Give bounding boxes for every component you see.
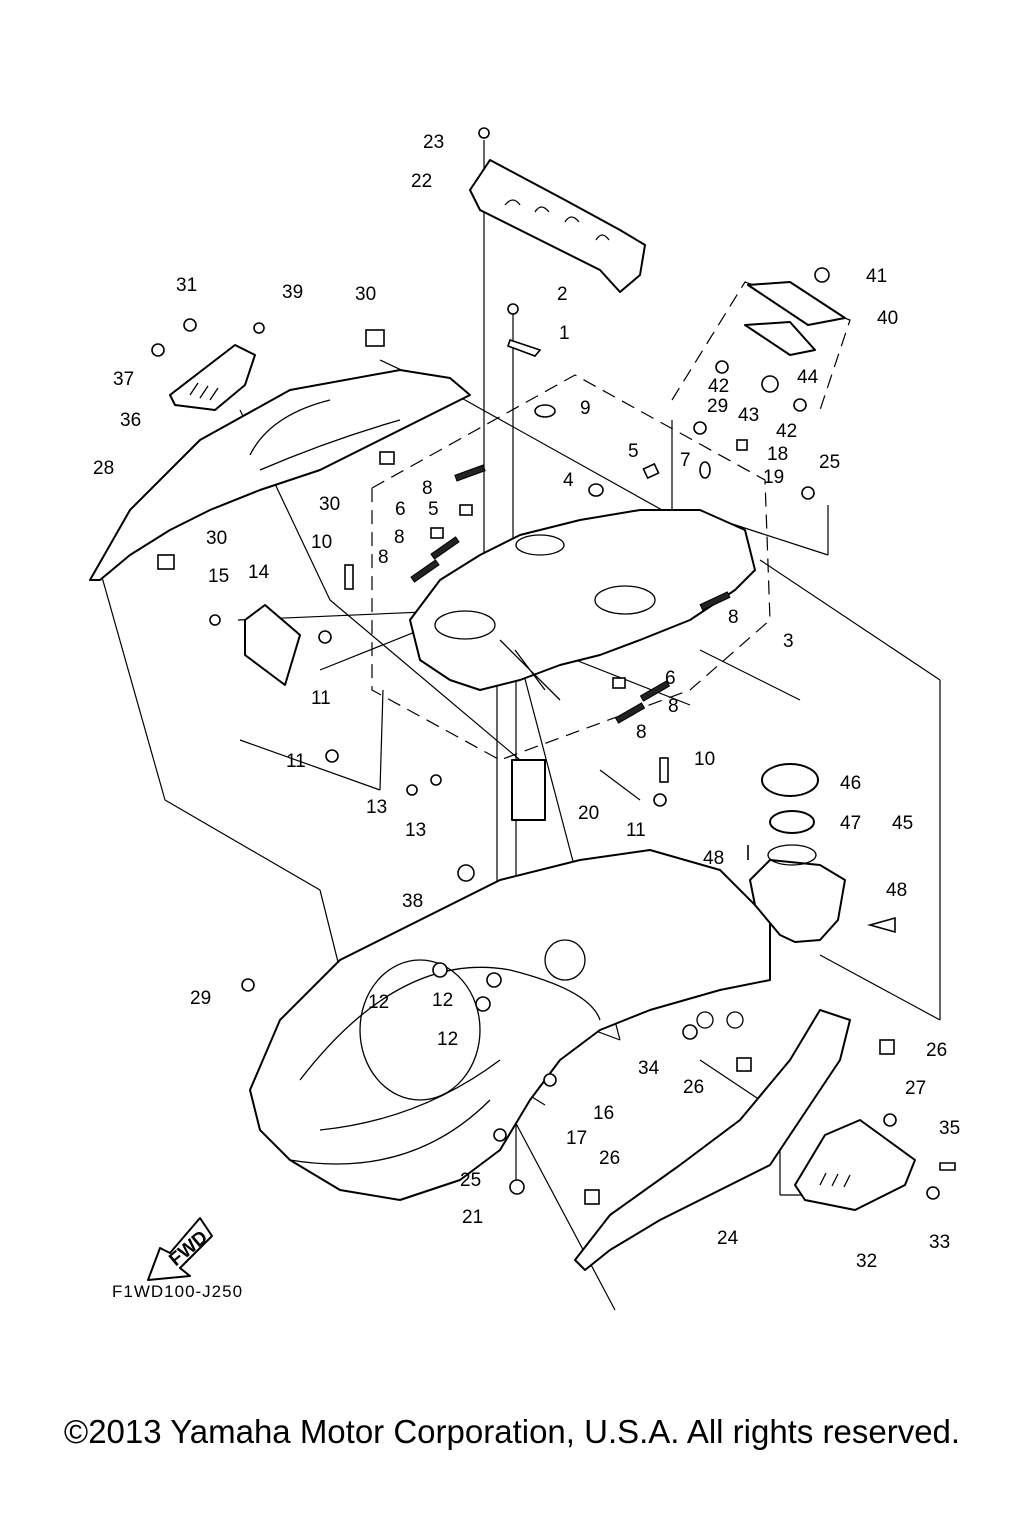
callout-label: 40: [877, 308, 898, 329]
rear-top-cover-part: [469, 159, 646, 293]
callout-label: 3: [783, 631, 794, 652]
callout-label: 30: [206, 528, 227, 549]
callout-label: 32: [856, 1251, 877, 1272]
callout-label: 42: [708, 376, 729, 397]
hood-hinge-dashed-box: [671, 281, 851, 411]
callout-label: 5: [428, 499, 439, 520]
callout-label: 6: [665, 668, 676, 689]
callout-label: 9: [580, 398, 591, 419]
callout-label: 7: [680, 450, 691, 471]
callout-label: 5: [628, 441, 639, 462]
right-vent-bracket-part: [794, 1119, 916, 1211]
callout-label: 30: [355, 284, 376, 305]
callout-label: 29: [707, 396, 728, 417]
callout-label: 8: [636, 722, 647, 743]
callout-label: 17: [566, 1128, 587, 1149]
callout-label: 11: [286, 751, 306, 772]
callout-label: 25: [460, 1170, 481, 1191]
callout-label: 16: [593, 1103, 614, 1124]
callout-label: 6: [395, 499, 406, 520]
callout-label: 2: [557, 284, 568, 305]
left-vent-bracket-part: [169, 344, 256, 411]
callout-label: 37: [113, 369, 134, 390]
callout-label: 19: [763, 467, 784, 488]
hood-lid-part: [747, 281, 846, 326]
callout-label: 8: [728, 607, 739, 628]
callout-label: 21: [462, 1207, 483, 1228]
callout-label: 43: [738, 405, 759, 426]
callout-label: 30: [319, 494, 340, 515]
left-deck-rail-part: [89, 369, 471, 581]
callout-label: 31: [176, 275, 197, 296]
callout-label: 8: [394, 527, 405, 548]
callout-label: 12: [432, 990, 453, 1011]
callout-label: 11: [626, 820, 646, 841]
callout-label: 4: [563, 470, 574, 491]
deck-frame-part: [409, 509, 756, 691]
callout-label: 23: [423, 132, 444, 153]
right-deck-rail-part: [574, 1009, 851, 1271]
callout-label: 8: [668, 696, 679, 717]
callout-label: 26: [926, 1040, 947, 1061]
copyright-notice: ©2013 Yamaha Motor Corporation, U.S.A. A…: [63, 1413, 961, 1450]
callout-label: 13: [366, 797, 387, 818]
deck-hull-part: [249, 849, 771, 1201]
callout-label: 29: [190, 988, 211, 1009]
callout-label: 35: [939, 1118, 960, 1139]
callout-label: 22: [411, 171, 432, 192]
callout-label: 27: [905, 1078, 926, 1099]
tank-seal-part: [769, 810, 815, 834]
callout-label: 20: [578, 803, 599, 824]
callout-label: 39: [282, 282, 303, 303]
callout-label: 1: [559, 323, 570, 344]
hardware-parts: [151, 127, 956, 1205]
assembly-dashed-box: [371, 374, 771, 761]
stay-bracket-part: [511, 759, 546, 821]
callout-label: 24: [717, 1228, 739, 1249]
callout-label: 10: [694, 749, 715, 770]
callout-label: 45: [892, 813, 913, 834]
callout-labels: 23 22 2 1 9 31 39 30 37 36 28 30 30 15 1…: [93, 132, 960, 1272]
callout-label: 38: [402, 891, 423, 912]
callout-label: 36: [120, 410, 141, 431]
callout-label: 14: [248, 562, 270, 583]
callout-label: 41: [866, 266, 887, 287]
callout-label: 26: [599, 1148, 620, 1169]
callout-label: 25: [819, 452, 840, 473]
callout-label: 48: [703, 848, 724, 869]
callout-label: 26: [683, 1077, 704, 1098]
callout-label: 34: [638, 1058, 660, 1079]
drawing-code: F1WD100-J250: [112, 1282, 243, 1301]
callout-label: 15: [208, 566, 229, 587]
callout-label: 8: [422, 478, 433, 499]
callout-label: 12: [368, 992, 389, 1013]
hood-liner-part: [744, 321, 816, 356]
callout-label: 47: [840, 813, 861, 834]
tank-cap-part: [761, 763, 819, 797]
callout-label: 44: [797, 367, 819, 388]
callout-label: 13: [405, 820, 426, 841]
callout-label: 46: [840, 773, 861, 794]
small-cover-part: [244, 604, 301, 686]
callout-label: 11: [311, 688, 331, 709]
callout-label: 28: [93, 458, 114, 479]
callout-label: 33: [929, 1232, 950, 1253]
tank-body-part: [749, 859, 846, 943]
callout-label: 8: [378, 547, 389, 568]
callout-label: 18: [767, 444, 788, 465]
callout-label: 10: [311, 532, 332, 553]
callout-label: 48: [886, 880, 907, 901]
callout-label: 42: [776, 421, 797, 442]
callout-label: 12: [437, 1029, 458, 1050]
forward-arrow: FWD: [147, 1217, 213, 1281]
